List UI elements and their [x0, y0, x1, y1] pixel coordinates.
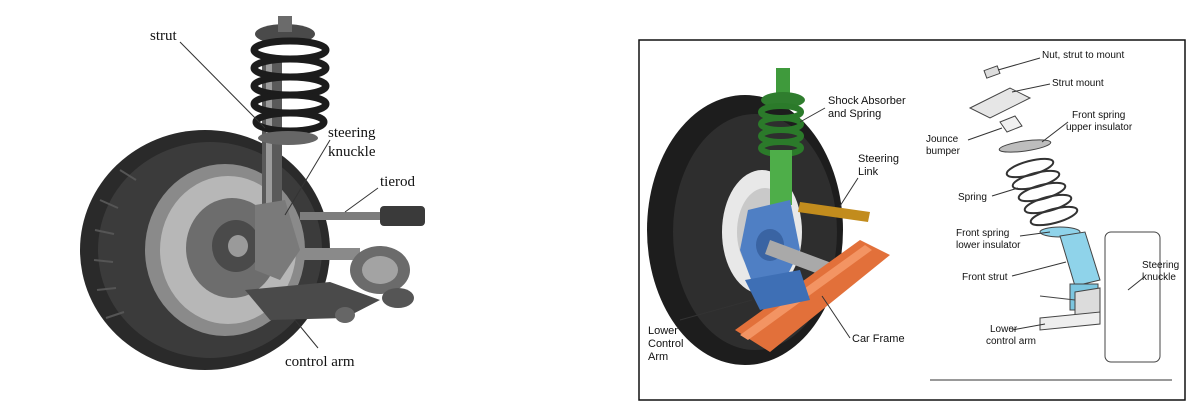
label-nut: Nut, strut to mount: [1042, 50, 1124, 61]
middle-illustration: [647, 68, 890, 365]
strut-mount: [968, 87, 1032, 119]
label-tierod: tierod: [380, 174, 415, 190]
knuckle-left: [255, 200, 300, 280]
steering-link: [798, 202, 870, 222]
label-jounce-2: bumper: [926, 146, 961, 157]
coil-spring-left: [250, 37, 330, 135]
label-front-lower-1: Front spring: [956, 228, 1009, 239]
knuckle-outline: [1104, 231, 1161, 363]
car-frame: [735, 240, 890, 352]
label-shock-1: Shock Absorber: [828, 95, 906, 107]
label-steering-knuckle-1: steering: [328, 125, 376, 141]
label-steering-knuckle-right-1: Steering: [1142, 260, 1179, 271]
left-labels: strut steering knuckle tierod control ar…: [150, 28, 415, 370]
label-shock-2: and Spring: [828, 108, 881, 120]
label-lower-control-arm-1: Lower: [648, 325, 678, 337]
lower-control-arm-middle: [745, 270, 810, 310]
label-lower-control-arm-3: Arm: [648, 351, 668, 363]
right-labels: Nut, strut to mount Strut mount Jounce b…: [926, 50, 1179, 347]
label-steering-link-2: Link: [858, 166, 879, 178]
label-lower-control-arm-right-2: control arm: [986, 336, 1036, 347]
lower-control-arm-right: [1039, 311, 1101, 331]
label-front-strut: Front strut: [962, 272, 1008, 283]
label-car-frame: Car Frame: [852, 333, 905, 345]
label-strut-mount: Strut mount: [1052, 78, 1104, 89]
exploded-spring: [1005, 157, 1079, 227]
label-lower-control-arm-2: Control: [648, 338, 683, 350]
jounce-bumper: [999, 115, 1023, 133]
label-front-upper-1: Front spring: [1072, 110, 1125, 121]
label-lower-control-arm-right-1: Lower: [990, 324, 1018, 335]
tierod-left: [300, 212, 425, 220]
label-steering-link-1: Steering: [858, 153, 899, 165]
label-front-upper-2: upper insulator: [1066, 122, 1133, 133]
label-control-arm: control arm: [285, 354, 355, 370]
label-jounce-1: Jounce: [926, 134, 959, 145]
front-strut: [1059, 231, 1101, 287]
middle-labels: Shock Absorber and Spring Steering Link …: [648, 95, 906, 363]
label-spring: Spring: [958, 192, 987, 203]
exploded-diagram: [930, 65, 1172, 381]
left-illustration: [80, 16, 425, 370]
label-front-lower-2: lower insulator: [956, 240, 1021, 251]
shock-body: [770, 150, 792, 205]
label-steering-knuckle-2: knuckle: [328, 144, 376, 160]
label-steering-knuckle-right-2: knuckle: [1142, 272, 1176, 283]
label-strut: strut: [150, 28, 178, 44]
upper-insulator: [998, 139, 1052, 153]
